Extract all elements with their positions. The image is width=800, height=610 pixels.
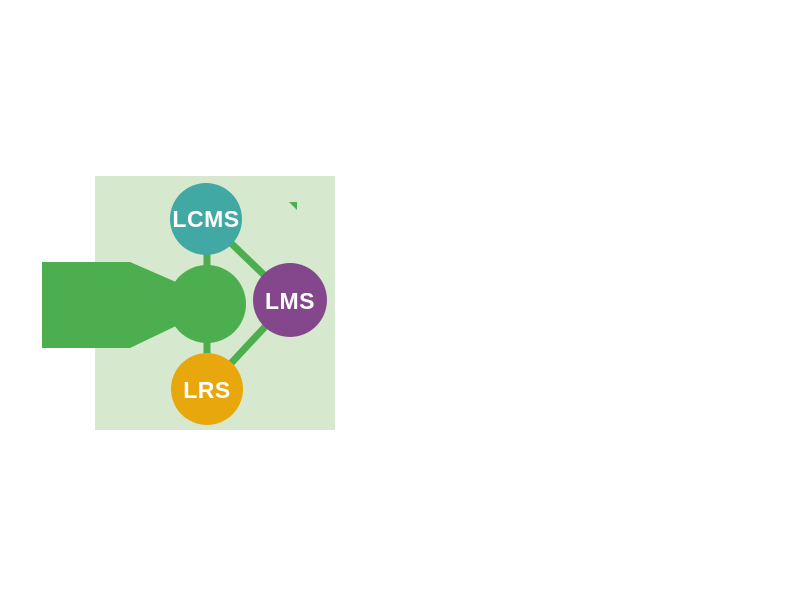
input-arrow bbox=[42, 262, 176, 348]
node-lrs-label: LRS bbox=[183, 377, 231, 403]
node-lms-circle bbox=[253, 263, 327, 337]
node-lrs-circle bbox=[171, 353, 243, 425]
hub-node-circle bbox=[168, 265, 246, 343]
corner-marker-triangle-icon bbox=[289, 202, 297, 210]
node-lcms-circle bbox=[170, 183, 242, 255]
node-lms-label: LMS bbox=[265, 288, 315, 314]
node-lcms-label: LCMS bbox=[172, 206, 239, 232]
